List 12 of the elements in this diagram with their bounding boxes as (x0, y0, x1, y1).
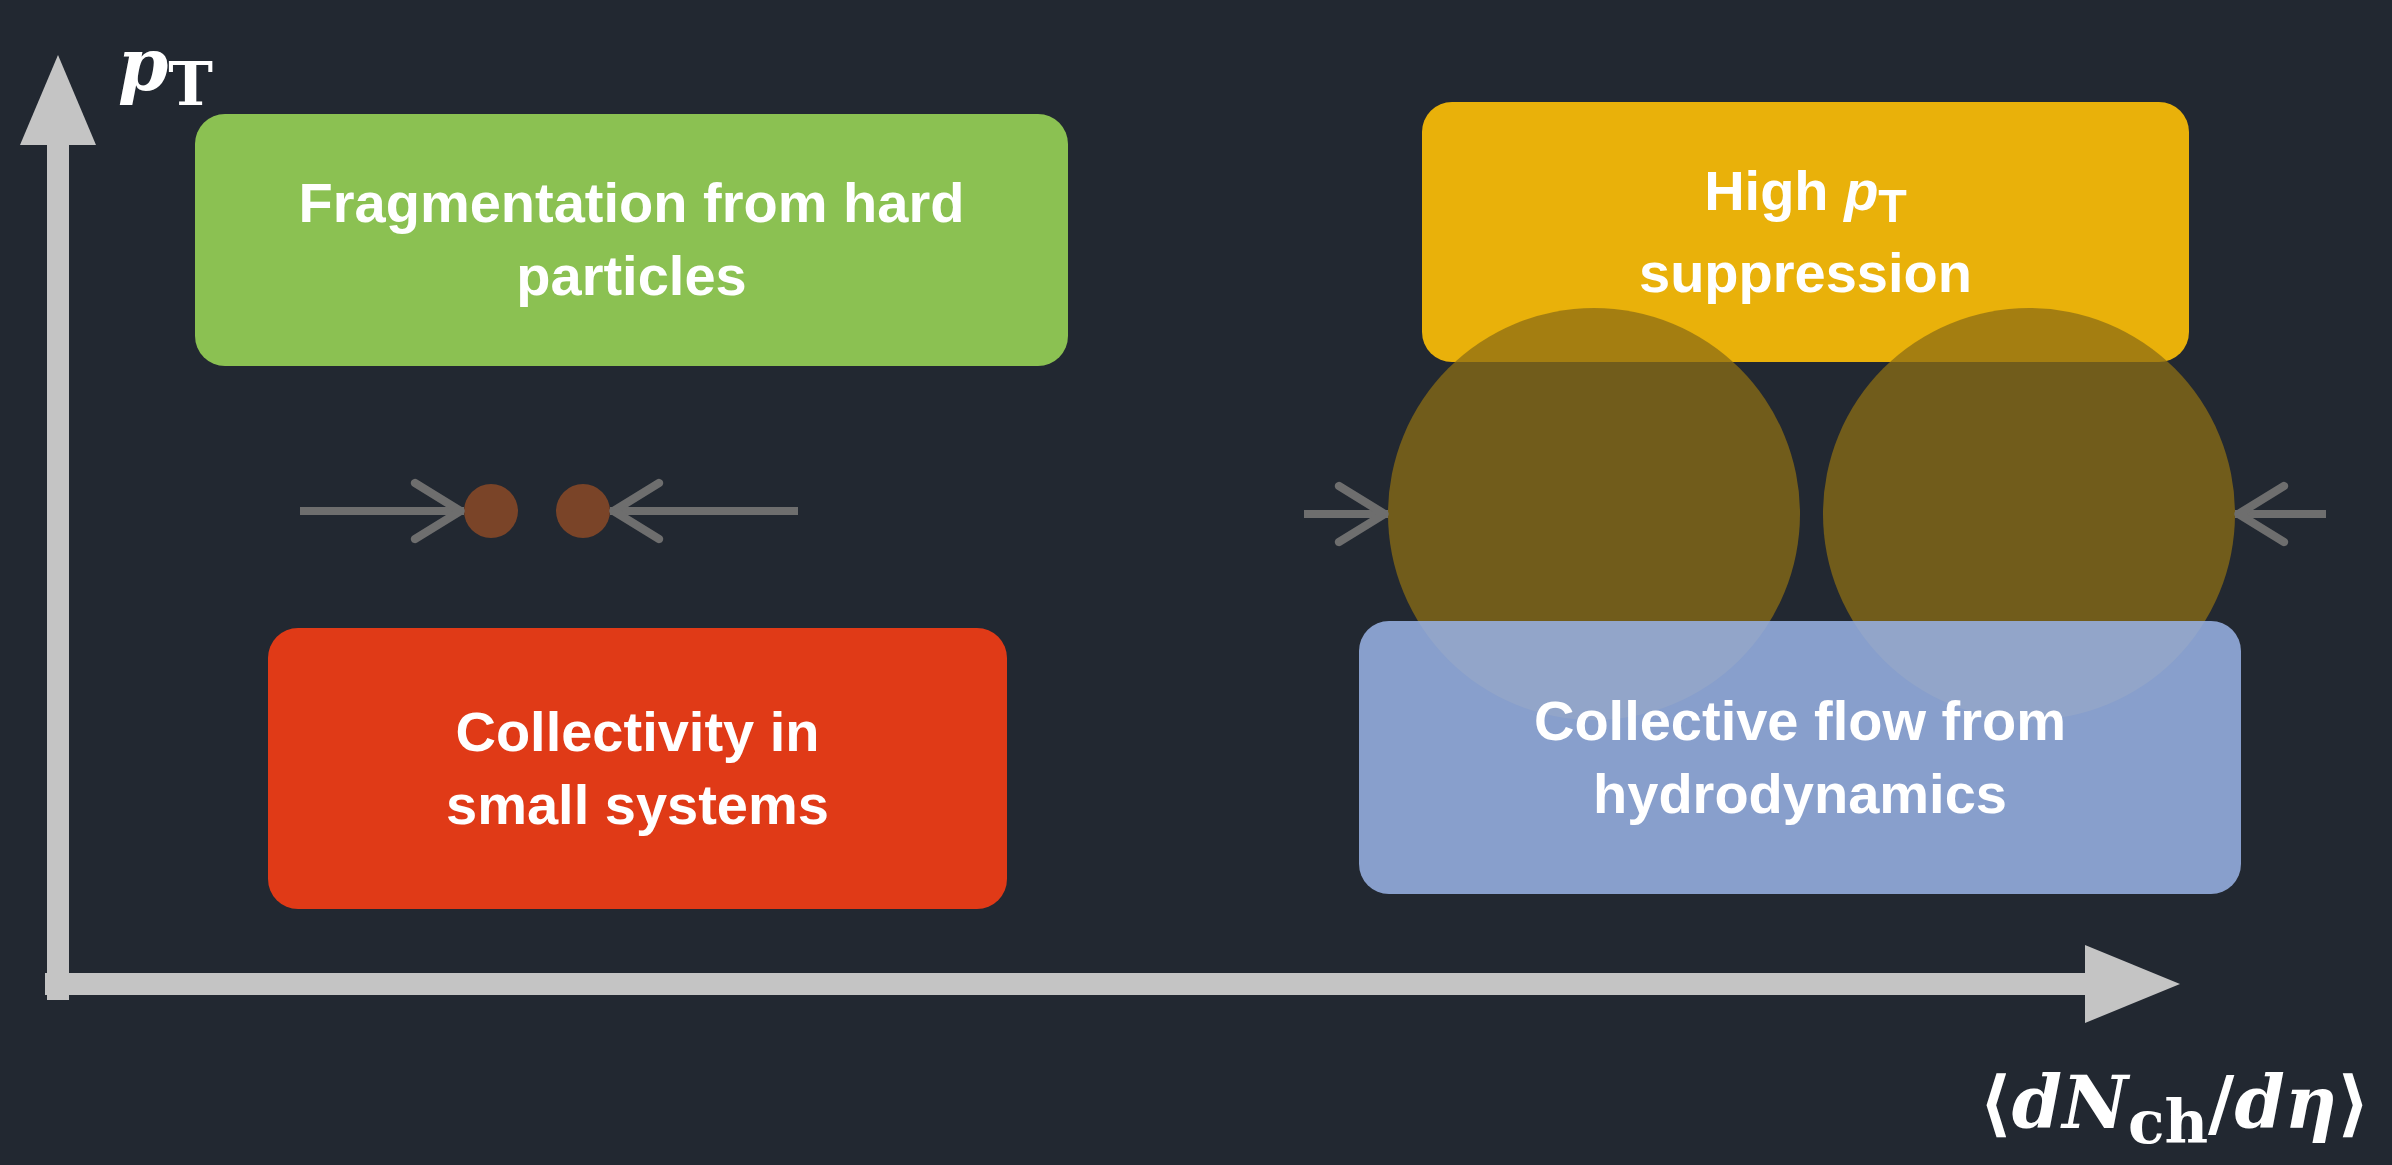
particle-dot (464, 484, 518, 538)
box-label: Collectivity in small systems (445, 698, 830, 838)
process-box (1359, 621, 2241, 894)
particle-dot (556, 484, 610, 538)
box-label: Collective flow from hydrodynamics (1532, 687, 2068, 827)
x-axis-label: ⟨dN$_{ch}$/dη⟩ (1978, 1060, 2370, 1158)
process-box (195, 114, 1068, 366)
y-axis-label: p$_{T}$ (118, 22, 213, 120)
process-box (268, 628, 1007, 909)
process-box (1422, 102, 2189, 362)
box-label: Fragmentation from hard particles (297, 170, 966, 309)
box-label: High p$_{T}$ suppression (1638, 157, 1973, 306)
